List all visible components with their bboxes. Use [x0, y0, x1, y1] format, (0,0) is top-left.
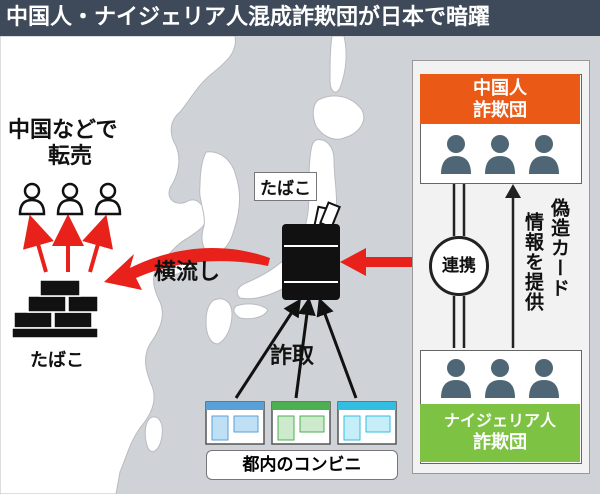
sashu-label: 詐取 [270, 344, 315, 369]
fake-card-text-col2: 情報を提供 [522, 212, 544, 312]
nigerian-group-line1: ナイジェリア人 [443, 411, 556, 430]
fake-card-text-col1: 偽造カード [548, 198, 570, 298]
page-title: 中国人・ナイジェリア人混成詐欺団が日本で暗躍 [0, 0, 600, 36]
convenience-store-icon [205, 401, 265, 445]
person-icon [529, 359, 559, 398]
person-icon [485, 359, 515, 398]
chinese-group-line1: 中国人 [473, 78, 527, 99]
sashu-arrow-2 [294, 297, 316, 399]
taiwan-land [144, 416, 163, 452]
person-icon [441, 135, 471, 174]
resale-arrow-right [82, 214, 113, 273]
yokonagashi-label: 横流し [154, 260, 221, 285]
tobacco-box-label: たばこ [254, 172, 317, 201]
person-icon [485, 135, 515, 174]
convenience-stores [205, 401, 397, 445]
person-icon [441, 359, 471, 398]
continent-land [0, 35, 236, 494]
convenience-store-icon [271, 401, 331, 445]
supply-arrow [340, 248, 412, 276]
nigerian-group-header: ナイジェリア人 詐欺団 [420, 404, 580, 462]
yokonagashi-arrow [104, 247, 270, 290]
sashu-arrow-3 [316, 297, 358, 399]
resale-arrows [23, 214, 113, 273]
sashu-arrow-1 [234, 298, 301, 399]
convenience-stores-label: 都内のコンビニ [206, 450, 398, 480]
connector-lines [452, 184, 521, 348]
tobacco-pile-icon [11, 279, 99, 339]
nigerian-group-line2: 詐欺団 [473, 432, 527, 453]
kyushu-land [205, 298, 233, 345]
tobacco-pile-label: たばこ [30, 350, 84, 371]
convenience-store-icon [337, 401, 397, 445]
china-resale-line2: 転売 [48, 144, 93, 169]
person-icon [529, 135, 559, 174]
resale-arrow-left [23, 214, 54, 273]
chinese-members [441, 135, 559, 174]
sakhalin-land [329, 35, 347, 93]
tobacco-box-icon [282, 201, 341, 300]
link-circle: 連携 [429, 236, 489, 296]
chinese-group-line2: 詐欺団 [473, 100, 527, 121]
shikoku-land [233, 303, 269, 320]
china-resale-line1: 中国などで [8, 118, 118, 143]
buyers [18, 182, 122, 216]
chinese-group-header: 中国人 詐欺団 [420, 74, 580, 124]
hokkaido-land [312, 95, 365, 140]
info-arrow-head [505, 184, 521, 198]
nigerian-members [441, 359, 559, 398]
sashu-arrows [234, 297, 358, 399]
